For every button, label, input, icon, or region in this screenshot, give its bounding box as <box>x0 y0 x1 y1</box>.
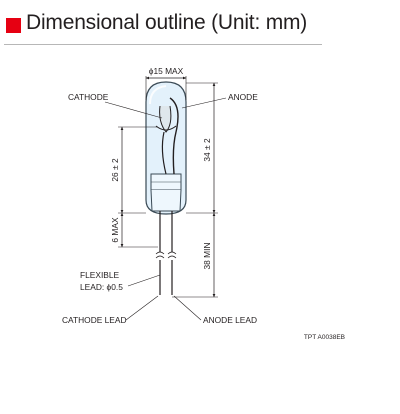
label-anode-lead: ANODE LEAD <box>203 315 257 325</box>
overall-height-dimension: 34 ± 2 <box>186 82 218 214</box>
anode-element <box>161 97 179 175</box>
lead-length-dimension: 38 MIN <box>172 212 218 298</box>
label-cathode-lead: CATHODE LEAD <box>62 315 127 325</box>
label-anode: ANODE <box>228 92 258 102</box>
tube-base <box>150 173 182 212</box>
callouts: CATHODE ANODE FLEXIBLE LEAD: ϕ0.5 CATHOD… <box>62 92 258 325</box>
label-flexible-lead: LEAD: ϕ0.5 <box>80 282 123 292</box>
section-header: Dimensional outline (Unit: mm) <box>4 8 322 45</box>
label-cathode: CATHODE <box>68 92 109 102</box>
flexible-leads <box>155 211 177 295</box>
dim-lead-length: 38 MIN <box>202 243 212 270</box>
drawing-code: TPT A0038EB <box>304 334 345 341</box>
red-square-marker <box>6 18 21 33</box>
dim-overall-height: 34 ± 2 <box>202 138 212 162</box>
section-title: Dimensional outline (Unit: mm) <box>26 11 308 34</box>
diameter-dimension: ϕ15 MAX <box>145 66 187 100</box>
base-length-dimension: 6 MAX <box>110 212 158 248</box>
dim-base-length: 6 MAX <box>110 217 120 243</box>
label-flexible: FLEXIBLE <box>80 270 120 280</box>
dim-electrode-height: 26 ± 2 <box>110 158 120 182</box>
dim-diameter: ϕ15 MAX <box>149 66 184 76</box>
